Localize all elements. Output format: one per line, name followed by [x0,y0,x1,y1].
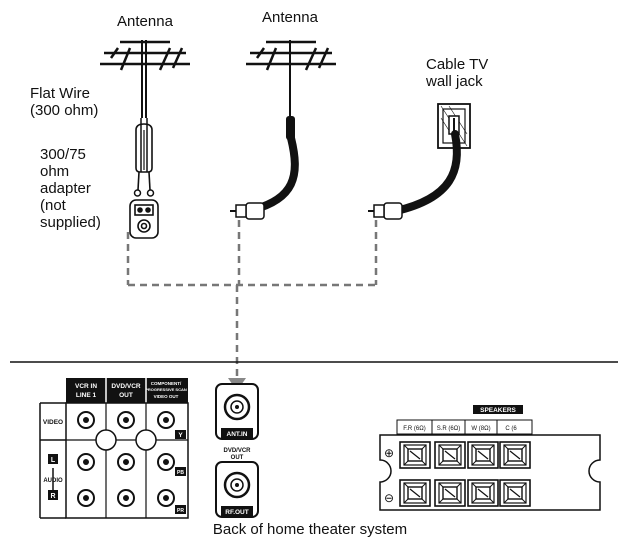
plus-symbol: ⊕ [384,446,394,460]
speaker-terminal-icon[interactable] [467,441,499,469]
cable-tv-label-1: Cable TV [426,56,489,73]
antenna-left-icon [100,40,190,118]
col-dvd-out-label-2: OUT [119,392,133,399]
dvd-vcr-out-label-1: DVD/VCR [223,448,251,454]
speaker-terminal-icon[interactable] [399,441,431,469]
minus-symbol: ⊖ [384,491,394,505]
dvd-vcr-out-label-2: OUT [231,455,244,461]
coax-cable-wall-icon [368,130,461,220]
antenna-left-label: Antenna [117,13,173,30]
flat-wire-label-1: Flat Wire [30,85,90,102]
rf-jack-panel: ANT.IN DVD/VCR OUT RF.OUT [215,383,259,518]
speaker-terminal-icon[interactable] [399,479,431,507]
audio-r-label: R [50,493,55,500]
flat-wire-icon [133,118,155,197]
speaker-terminal-icon[interactable] [434,479,466,507]
col-component-label-1: COMPONENT/ [151,381,182,386]
col-component-label-3: VIDEO OUT [154,394,179,399]
dashed-connection-lines [126,220,378,390]
col-component-label-2: PROGRESSIVE SCAN [145,387,187,392]
row-audio-label: AUDIO [43,478,63,484]
comp-y-label: Y [178,432,183,439]
decorative-circle [135,429,157,451]
caption: Back of home theater system [212,521,408,538]
coax-cable-antenna-icon [230,116,299,220]
speaker-channel-fr: F.R (6Ω) [403,426,426,432]
decorative-circle [95,429,117,451]
antenna-right-label: Antenna [262,9,318,26]
comp-pb-label: PB [177,470,184,476]
speaker-terminal-icon[interactable] [434,441,466,469]
speakers-title: SPEAKERS [480,407,516,414]
adapter-icon [129,199,159,239]
row-video-label: VIDEO [43,419,63,426]
speaker-terminal-icon[interactable] [467,479,499,507]
speaker-terminal-icon[interactable] [499,441,531,469]
adapter-label-3: adapter [40,180,91,197]
speaker-channel-w: W (8Ω) [471,426,490,432]
speaker-channel-c: C (6 [505,426,517,432]
av-jack-panel: VCR IN LINE 1 DVD/VCR OUT COMPONENT/ PRO… [39,373,200,519]
audio-l-label: L [51,457,56,464]
antenna-right-icon [246,40,336,118]
speaker-terminal-panel: SPEAKERS F.R (6Ω) S.R (6Ω) W (8Ω) C (6 ⊕… [379,405,601,511]
adapter-label-4: (not [40,197,66,214]
ant-in-label: ANT.IN [227,431,248,438]
flat-wire-label-2: (300 ohm) [30,102,99,119]
comp-pr-label: PR [177,508,184,514]
col-vcr-in-label-2: LINE 1 [76,392,97,399]
speaker-channel-sr: S.R (6Ω) [437,426,461,432]
rf-out-label: RF.OUT [225,509,249,516]
adapter-label-2: ohm [40,163,70,180]
speaker-terminal-icon[interactable] [499,479,531,507]
cable-tv-label-2: wall jack [426,73,483,90]
adapter-label-1: 300/75 [40,146,86,163]
col-dvd-out-label-1: DVD/VCR [111,383,141,390]
col-vcr-in-label-1: VCR IN [75,383,97,390]
adapter-label-5: supplied) [40,214,101,231]
